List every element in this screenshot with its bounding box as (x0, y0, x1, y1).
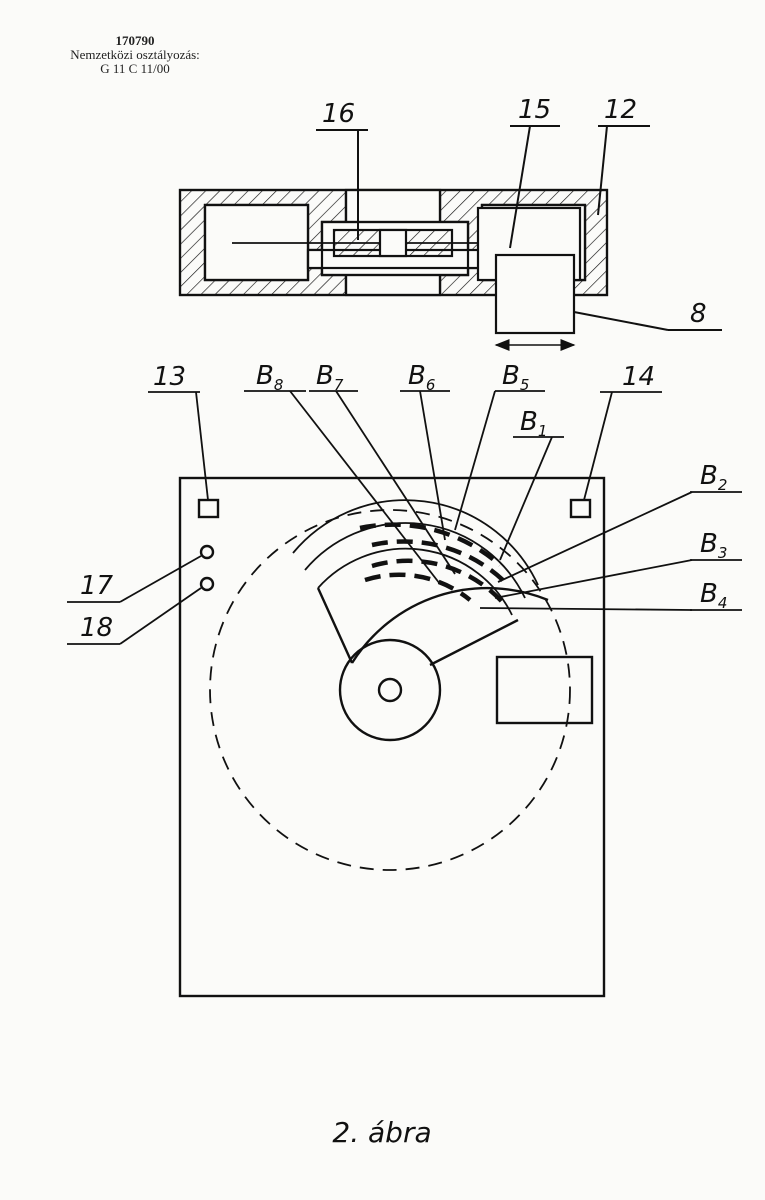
label-b5: B5 (502, 361, 529, 394)
label-b2-sub: 2 (718, 476, 728, 494)
bit-track-4 (364, 572, 472, 602)
bit-track-2 (371, 539, 510, 587)
patent-header: 170790 Nemzetközi osztályozás: G 11 C 11… (40, 34, 230, 76)
label-b7-sub: 7 (334, 376, 344, 394)
label-14: 14 (622, 362, 655, 392)
label-8: 8 (690, 299, 707, 329)
section-leaders (316, 125, 722, 331)
label-b8: B8 (256, 361, 283, 394)
label-17: 17 (80, 571, 114, 601)
head-block-8 (494, 253, 576, 335)
bit-track-1 (359, 522, 502, 567)
label-15: 15 (518, 95, 551, 125)
label-16: 16 (322, 99, 355, 129)
label-b6: B6 (408, 361, 435, 394)
spindle (377, 677, 403, 703)
label-b4-sub: 4 (718, 594, 728, 612)
label-b1-sub: 1 (538, 422, 548, 440)
label-18: 18 (80, 613, 113, 643)
label-b3-sub: 3 (718, 544, 728, 562)
cross-section-view (178, 188, 609, 351)
access-window (350, 586, 549, 664)
label-b6-sub: 6 (426, 376, 436, 394)
head-window (495, 655, 594, 725)
label-13: 13 (153, 362, 186, 392)
classification-label: Nemzetközi osztályozás: (70, 47, 200, 62)
classification-code: G 11 C 11/00 (100, 61, 170, 76)
label-b2: B2 (700, 461, 727, 494)
corner-square-14 (569, 498, 592, 519)
plan-view (178, 476, 606, 998)
hub-ring (338, 638, 442, 742)
cassette-body (178, 476, 606, 998)
label-b1: B1 (520, 407, 547, 440)
label-b5-sub: 5 (520, 376, 530, 394)
label-b4: B4 (700, 579, 727, 612)
patent-number: 170790 (115, 33, 155, 48)
label-12: 12 (604, 95, 637, 125)
plan-leaders (67, 390, 742, 645)
bit-track-3 (371, 558, 507, 607)
indicator-17 (199, 544, 215, 560)
figure-caption: 2. ábra (332, 1116, 431, 1149)
label-b8-sub: 8 (274, 376, 284, 394)
label-b3: B3 (700, 529, 727, 562)
label-b7: B7 (316, 361, 344, 394)
corner-square-13 (197, 498, 220, 519)
indicator-18 (199, 576, 215, 592)
disk-outline (209, 509, 571, 871)
